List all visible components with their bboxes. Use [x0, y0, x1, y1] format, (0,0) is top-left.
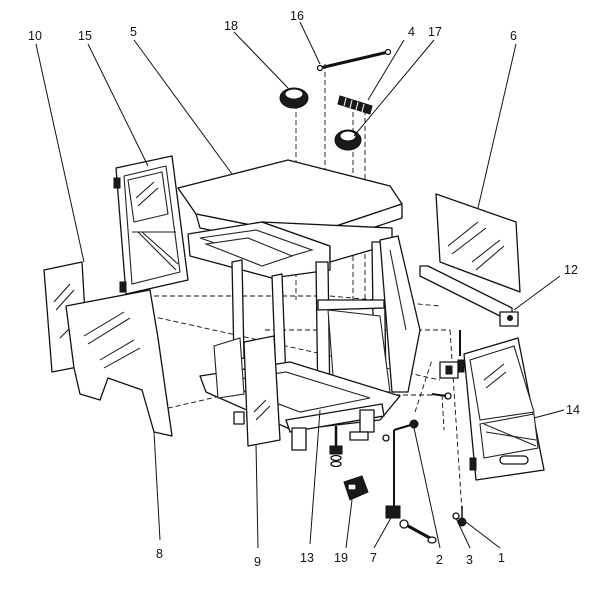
callout-4: 4 — [408, 25, 415, 39]
callout-labels: 10 15 5 18 16 4 17 6 12 14 8 9 13 19 7 2… — [28, 9, 580, 569]
callout-7: 7 — [370, 551, 377, 565]
callout-leader-lines — [35, 21, 565, 549]
callout-14: 14 — [566, 403, 580, 417]
part-12-support-arm — [419, 265, 519, 327]
part-2-stay-rod — [382, 419, 419, 519]
callout-16: 16 — [290, 9, 304, 23]
callout-2: 2 — [436, 553, 443, 567]
callout-1: 1 — [498, 551, 505, 565]
part-4-spring — [337, 95, 373, 115]
part-7-pin — [399, 519, 437, 544]
part-18-cap — [279, 87, 309, 109]
part-14-right-door — [457, 337, 545, 481]
callout-19: 19 — [334, 551, 348, 565]
part-19-bracket — [343, 475, 369, 501]
callout-10: 10 — [28, 29, 42, 43]
cab-frame — [187, 221, 421, 451]
callout-6: 6 — [510, 29, 517, 43]
callout-3: 3 — [466, 553, 473, 567]
callout-18: 18 — [224, 19, 238, 33]
callout-15: 15 — [78, 29, 92, 43]
part-9-front-glass — [213, 335, 281, 447]
callout-12: 12 — [564, 263, 578, 277]
part-6-rear-glass — [435, 193, 521, 293]
callout-5: 5 — [130, 25, 137, 39]
part-16-gas-strut — [316, 48, 392, 72]
door-hinge-hardware — [431, 330, 461, 400]
part-15-left-door — [113, 155, 189, 295]
callout-9: 9 — [254, 555, 261, 569]
part-13-bolts — [329, 426, 369, 468]
callout-17: 17 — [428, 25, 442, 39]
callout-13: 13 — [300, 551, 314, 565]
callout-8: 8 — [156, 547, 163, 561]
part-8-lower-glass — [65, 289, 173, 437]
